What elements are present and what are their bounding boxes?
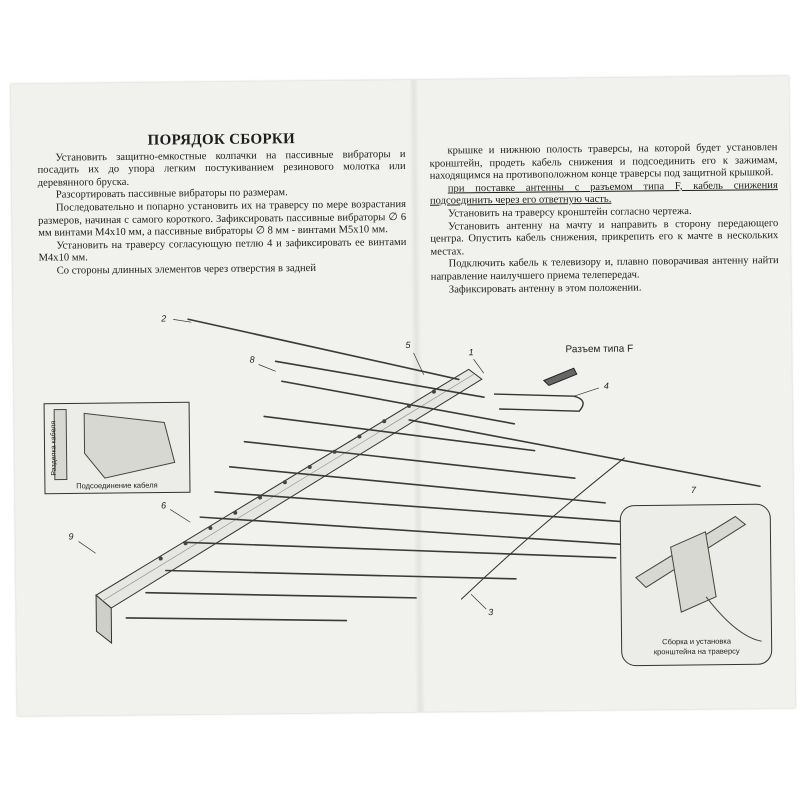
f-connector xyxy=(542,367,578,387)
callout-3: 3 xyxy=(488,607,494,618)
f-connector-label: Разъем типа F xyxy=(565,343,634,356)
inset-right-caption-1: Сборка и установка xyxy=(662,636,732,647)
boom xyxy=(95,368,483,645)
callout-8: 8 xyxy=(249,354,255,365)
callout-6: 6 xyxy=(161,500,167,511)
callout-4: 4 xyxy=(603,380,609,391)
callout-1: 1 xyxy=(468,347,474,358)
cable xyxy=(460,457,625,600)
element-rods xyxy=(125,318,761,622)
antenna-assembly-diagram xyxy=(43,318,773,667)
callout-2: 2 xyxy=(161,313,167,324)
inset-left-vertical-label: Разделка кабеля xyxy=(50,420,58,476)
callout-5: 5 xyxy=(405,339,411,350)
matching-loop xyxy=(493,393,584,412)
inset-left-caption: Подсоединение кабеля xyxy=(76,480,158,491)
instruction-sheet: ПОРЯДОК СБОРКИ Установить защитно-емкост… xyxy=(10,75,796,717)
inset-right-caption-2: кронштейна на траверсу xyxy=(653,646,740,657)
callout-7: 7 xyxy=(690,484,697,495)
screws xyxy=(158,389,436,561)
callout-9: 9 xyxy=(68,531,74,542)
